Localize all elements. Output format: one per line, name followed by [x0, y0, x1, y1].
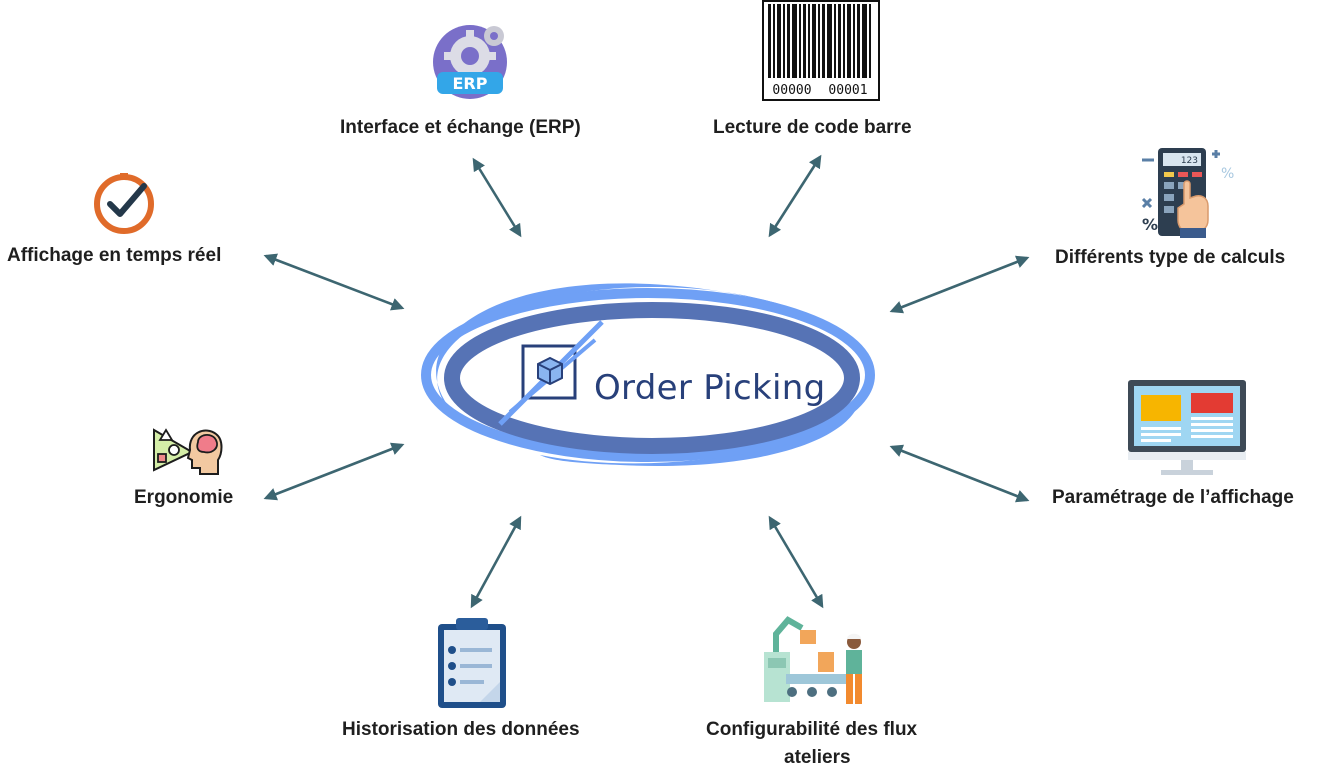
- label-calculs: Différents type de calculs: [1055, 247, 1286, 268]
- svg-text:00001: 00001: [828, 83, 867, 98]
- arrow-realtime: [263, 253, 405, 311]
- order-picking-ellipse: [421, 283, 875, 466]
- head-brain-icon: [153, 428, 223, 475]
- arrow-erp: [472, 157, 522, 238]
- label-parametrage: Paramétrage de l’affichage: [1052, 487, 1294, 508]
- arrow-parametrage: [889, 444, 1030, 503]
- svg-text:00000: 00000: [772, 83, 811, 98]
- factory-worker-icon: [764, 616, 862, 704]
- label-historisation: Historisation des données: [342, 719, 580, 740]
- svg-text:%: %: [1142, 215, 1158, 234]
- label-configurabilite-line2: ateliers: [784, 747, 851, 768]
- barcode-icon: 00000 00001: [762, 0, 880, 101]
- arrow-barcode: [768, 154, 822, 238]
- erp-gear-icon: ERP: [433, 25, 507, 99]
- label-ergonomie: Ergonomie: [134, 487, 234, 508]
- arrow-historisation: [470, 515, 522, 609]
- svg-text:123: 123: [1181, 156, 1198, 166]
- svg-text:%: %: [1221, 166, 1234, 182]
- label-barcode: Lecture de code barre: [713, 117, 912, 138]
- svg-text:ERP: ERP: [453, 74, 488, 93]
- label-configurabilite-line1: Configurabilité des flux: [706, 719, 918, 740]
- clipboard-checklist-icon: [438, 618, 506, 708]
- box-logo-icon: [498, 320, 604, 426]
- clock-check-icon: [94, 173, 154, 234]
- calculator-icon: % 123 %: [1141, 148, 1234, 238]
- label-realtime: Affichage en temps réel: [7, 245, 222, 266]
- arrow-ergonomie: [263, 442, 405, 501]
- center-title: Order Picking: [594, 368, 826, 408]
- monitor-layout-icon: [1128, 380, 1246, 475]
- arrow-configurabilite: [768, 515, 824, 609]
- label-erp: Interface et échange (ERP): [340, 117, 581, 138]
- arrow-calculs: [889, 255, 1030, 314]
